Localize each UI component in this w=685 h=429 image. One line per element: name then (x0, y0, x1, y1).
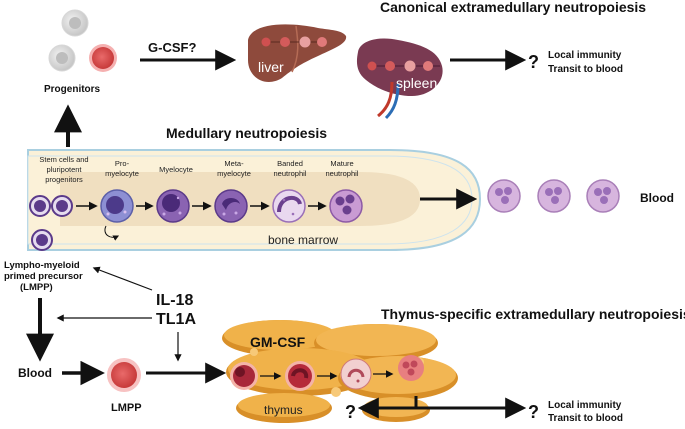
thymus-specific-title: Thymus-specific extramedullary neutropoi… (381, 306, 685, 322)
il18-label: IL-18 (156, 292, 193, 309)
gcsf-label: G-CSF? (148, 40, 196, 55)
stage-label-line: neutrophil (326, 169, 359, 178)
promyelocyte-cell (100, 189, 134, 241)
stage-label-line: myelocyte (217, 169, 251, 178)
mature-neutrophil-cell (329, 189, 363, 223)
gmcsf-label: GM-CSF (250, 334, 306, 350)
stage-labels: Stem cells and pluripotent progenitors P… (39, 155, 358, 184)
arrow-cytokine-to-lmpp (92, 266, 153, 291)
lmpp-label: LMPP (111, 402, 142, 414)
progenitors-label: Progenitors (44, 84, 101, 95)
stage-label-line: myelocyte (105, 169, 139, 178)
stage-label-line: Mature (330, 159, 353, 168)
canonical-title: Canonical extramedullary neutropoiesis (380, 0, 646, 15)
canonical-local-immunity: Local immunity (548, 50, 622, 61)
thymus-question-right: ? (528, 402, 539, 422)
medullary-title: Medullary neutropoiesis (166, 125, 327, 141)
stage-label-line: Myelocyte (159, 165, 193, 174)
stage-label-line: neutrophil (274, 169, 307, 178)
thymus-label: thymus (264, 403, 303, 417)
thymus-cell-3 (340, 358, 372, 390)
banded-neutrophil-cell (272, 189, 306, 223)
thymus-cell-4 (398, 355, 424, 381)
lmpp-line3: (LMPP) (20, 282, 53, 293)
blood-label-top: Blood (640, 191, 674, 205)
spleen-artery (377, 81, 394, 118)
blood-label-bottom: Blood (18, 366, 52, 380)
spleen-organ: spleen (356, 38, 443, 120)
liver-label: liver (258, 59, 284, 75)
liver-organ: liver (248, 24, 347, 82)
self-renewal-arrow (104, 225, 120, 241)
metamyelocyte-cell (214, 189, 248, 223)
spleen-vein (384, 83, 400, 120)
thymus-local-immunity: Local immunity (548, 400, 622, 411)
canonical-question: ? (528, 52, 539, 72)
stage-label-line: Stem cells and (39, 155, 88, 164)
blood-neutrophils (487, 179, 620, 213)
stage-label-line: Banded (277, 159, 303, 168)
thymus-cell-2 (285, 361, 315, 391)
bone-marrow: bone marrow (27, 149, 482, 251)
thymus-question: ? (345, 402, 356, 422)
spleen-label: spleen (396, 75, 437, 91)
lmpp-line1: Lympho-myeloid (4, 260, 80, 271)
lmpp-cell (107, 358, 141, 392)
lmpp-line2: primed precursor (4, 271, 83, 282)
progenitor-cells (48, 9, 117, 72)
stage-label-line: progenitors (45, 175, 83, 184)
tl1a-label: TL1A (156, 311, 196, 328)
thymus-cell-1 (230, 362, 258, 390)
myelocyte-cell (156, 189, 190, 223)
stage-label-line: Meta- (224, 159, 244, 168)
stage-label-line: pluripotent (46, 165, 82, 174)
thymus-transit-to-blood: Transit to blood (548, 413, 623, 424)
stage-label-line: Pro- (115, 159, 130, 168)
bone-marrow-label: bone marrow (268, 233, 338, 247)
canonical-transit-to-blood: Transit to blood (548, 64, 623, 75)
stem-cells (29, 195, 73, 251)
